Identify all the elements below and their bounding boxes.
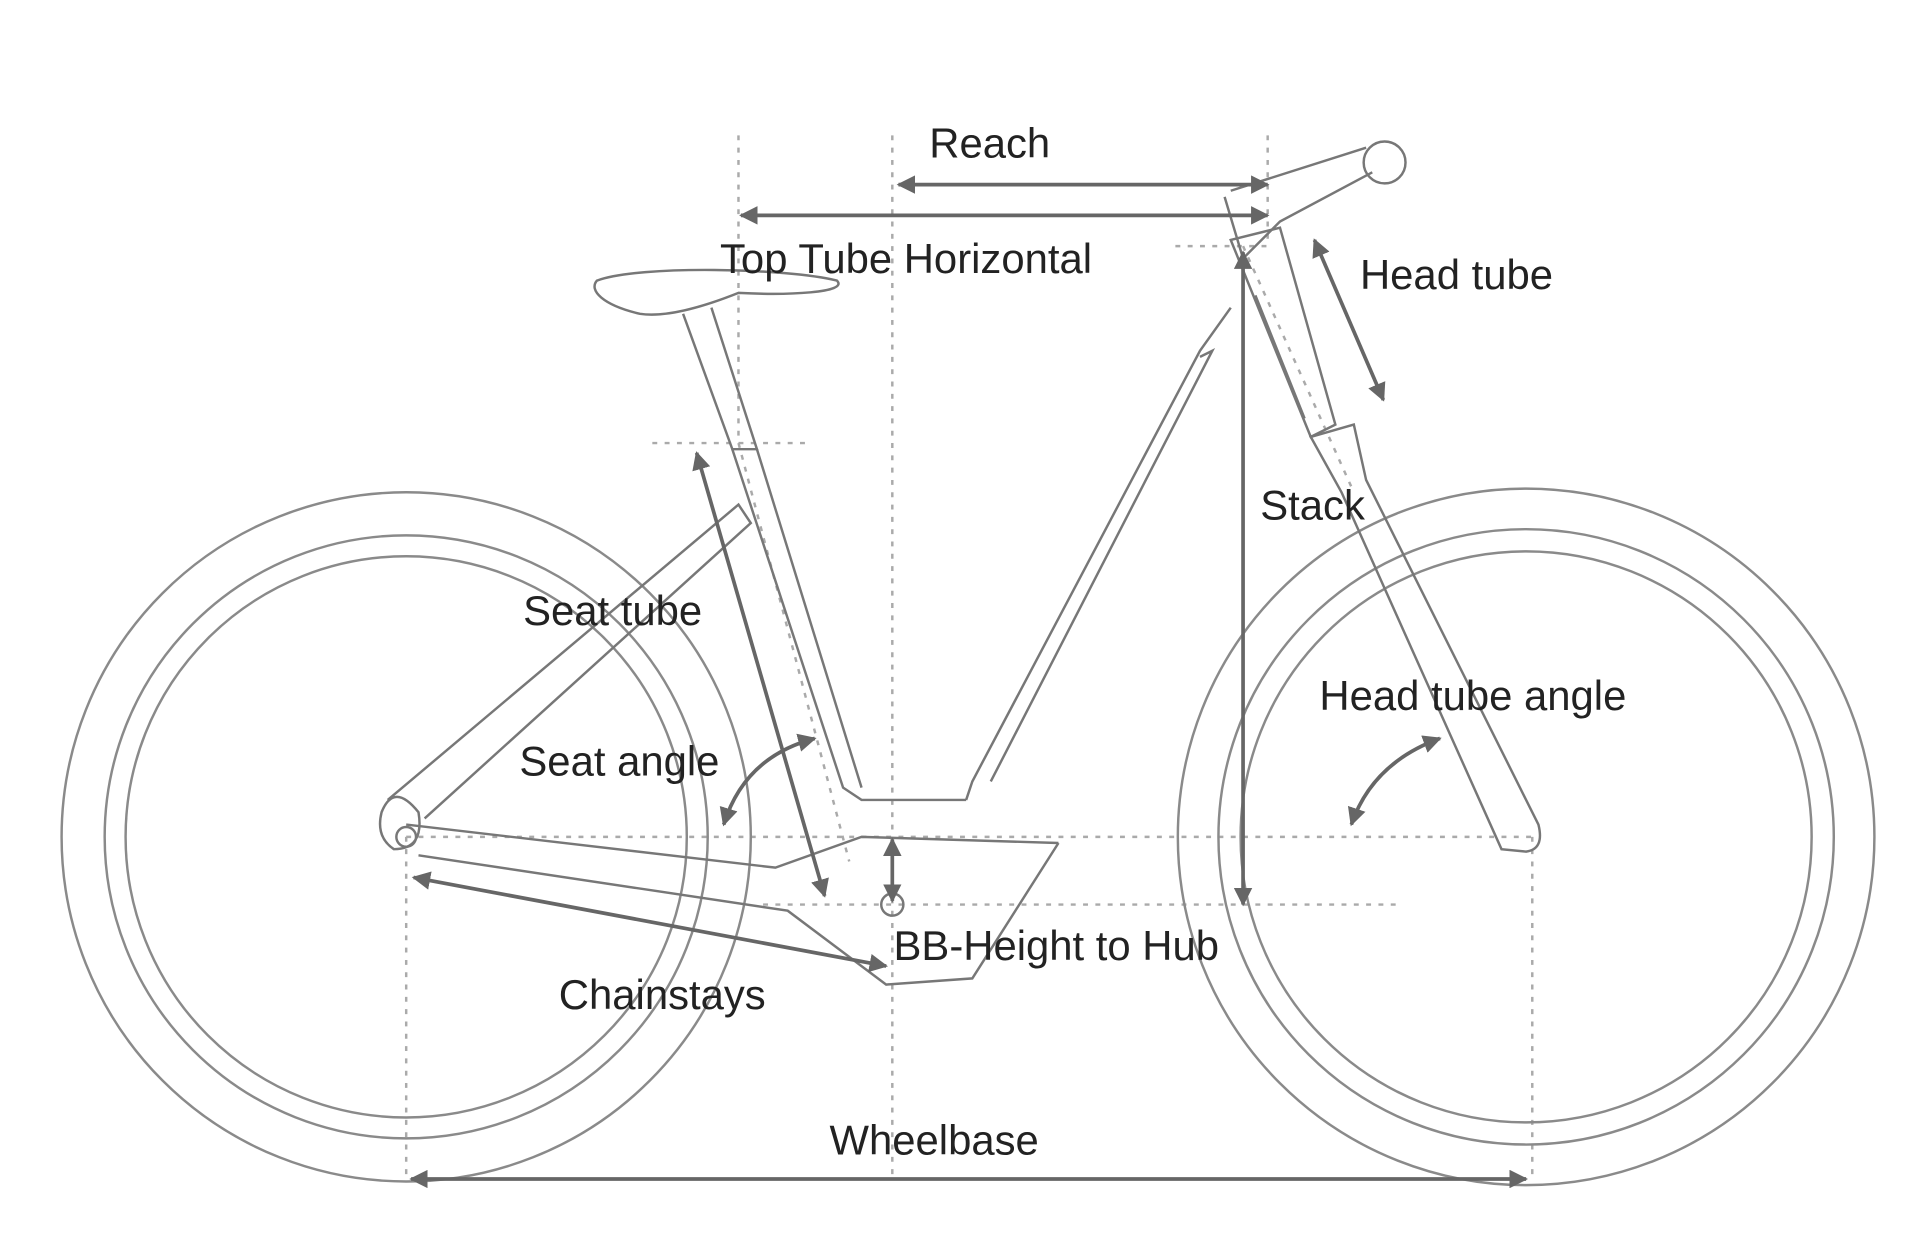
label-wheelbase: Wheelbase	[830, 1116, 1039, 1163]
label-reach: Reach	[929, 120, 1050, 167]
saddle	[593, 268, 840, 316]
head-tube-arrow	[1312, 238, 1386, 402]
down-tube	[964, 294, 1306, 801]
label-head-tube: Head tube	[1360, 251, 1553, 298]
seatpost	[681, 307, 759, 451]
bike-frame	[378, 140, 1542, 986]
seat-angle-arc	[719, 733, 817, 827]
head-tube	[1229, 226, 1337, 439]
measurement-arrows	[409, 175, 1528, 1189]
label-seat-tube: Seat tube	[523, 587, 702, 634]
label-bb-height-to-hub: BB-Height to Hub	[894, 922, 1219, 969]
reference-lines	[404, 135, 1534, 1182]
head-tube-angle-arc	[1347, 735, 1442, 827]
handlebar-grip	[1362, 140, 1407, 185]
stem-handlebar	[1223, 146, 1373, 261]
label-chainstays: Chainstays	[559, 971, 766, 1018]
label-head-tube-angle: Head tube angle	[1319, 672, 1626, 719]
label-seat-angle: Seat angle	[519, 737, 719, 784]
label-stack: Stack	[1260, 481, 1365, 528]
chainstays-arrow	[411, 871, 888, 973]
seat-tube	[731, 448, 967, 802]
label-top-tube-horizontal: Top Tube Horizontal	[720, 235, 1092, 282]
fork	[1308, 423, 1542, 853]
